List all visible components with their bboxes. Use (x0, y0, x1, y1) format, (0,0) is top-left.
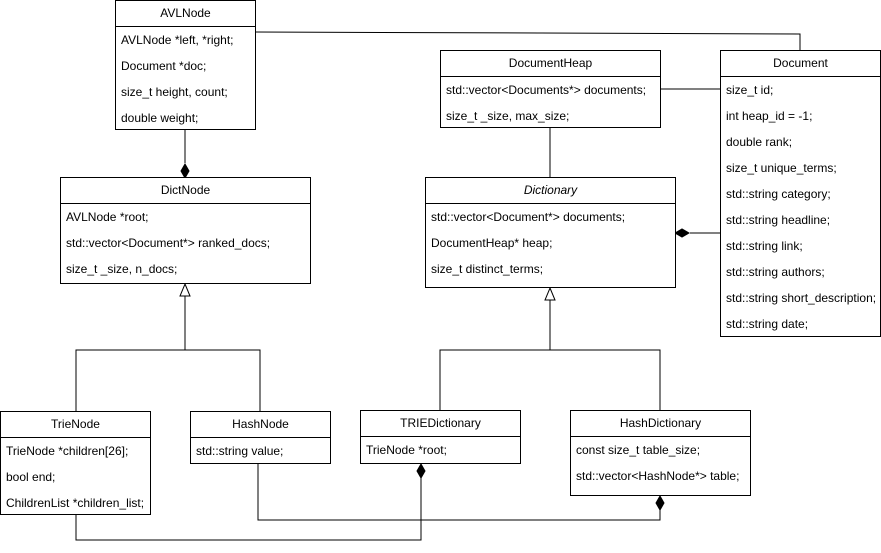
class-attribute: ChildrenList *children_list; (6, 496, 145, 510)
class-attribute: size_t height, count; (121, 85, 228, 99)
inheritance-trienode-dictnode (75, 296, 186, 411)
inheritance-triangle-dictionary (544, 286, 556, 301)
class-attribute: std::vector<HashNode*> table; (576, 469, 740, 483)
class-attributes: size_t id; int heap_id = -1; double rank; s… (721, 77, 880, 341)
class-attribute: std::vector<Document*> ranked_docs; (66, 236, 271, 250)
class-name: Document (721, 51, 880, 77)
class-name: Dictionary (426, 178, 675, 204)
class-attribute: std::string short_description; (726, 291, 877, 305)
composition-diamond-triedictionary (416, 462, 426, 480)
class-attribute: AVLNode *left, *right; (121, 33, 234, 47)
class-attribute: std::string date; (726, 317, 809, 331)
class-attributes: AVLNode *root;std::vector<Document*> ran… (61, 204, 310, 286)
composition-diamond-dictnode (180, 162, 190, 180)
composition-diamond-dictionary (673, 228, 691, 238)
class-attributes: TrieNode *children[26]; bool end; Children… (1, 438, 150, 520)
class-attribute: int heap_id = -1; (726, 109, 813, 123)
class-attributes: TrieNode *root; (361, 437, 520, 467)
class-name: AVLNode (116, 1, 255, 27)
class-attribute: size_t id; (726, 83, 774, 97)
class-attribute: std::string link; (726, 239, 803, 253)
class-attribute: std::string headline; (726, 213, 831, 227)
class-attribute: DocumentHeap* heap; (431, 236, 553, 250)
class-name: HashDictionary (571, 411, 750, 437)
class-name: DocumentHeap (441, 51, 660, 77)
class-attribute: AVLNode *root; (66, 210, 149, 224)
class-attribute: double weight; (121, 111, 199, 125)
class-attribute: Document *doc; (121, 59, 207, 73)
inheritance-hashnode-dictnode (185, 349, 261, 411)
class-name: DictNode (61, 178, 310, 204)
composition-triedictionary-trienode (75, 478, 422, 541)
class-attribute: TrieNode *root; (366, 443, 447, 457)
class-attribute: TrieNode *children[26]; (6, 444, 129, 458)
class-attributes: std::vector<Documents*> documents;size_t… (441, 77, 660, 133)
class-attribute: const size_t table_size; (576, 443, 701, 457)
class-attribute: double rank; (726, 135, 793, 149)
class-attribute: std::vector<Documents*> documents; (446, 83, 647, 97)
class-attribute: size_t unique_terms; (726, 161, 837, 175)
class-attribute: std::vector<Document*> documents; (431, 210, 626, 224)
class-name: HashNode (191, 412, 330, 438)
class-attribute: size_t _size, max_size; (446, 109, 570, 123)
class-attributes: std::vector<Document*> documents;Documen… (426, 204, 675, 286)
class-attribute: std::string authors; (726, 265, 825, 279)
class-attribute: size_t _size, n_docs; (66, 262, 178, 276)
class-attribute: size_t distinct_terms; (431, 262, 544, 276)
inheritance-triangle-dictnode (179, 282, 191, 297)
class-attributes: AVLNode *left, *right; Document *doc; size… (116, 27, 255, 135)
composition-hashdictionary-hashnode (257, 464, 661, 521)
association-avlnode-document (254, 31, 801, 50)
class-attributes: std::string value; (191, 438, 330, 468)
class-document[interactable]: Document size_t id; int heap_id = -1; doubl… (720, 50, 881, 337)
class-name: TRIEDictionary (361, 411, 520, 437)
class-attributes: const size_t table_size;std::vector<Hash… (571, 437, 750, 493)
composition-diamond-hashdictionary (655, 494, 665, 512)
class-attribute: std::string category; (726, 187, 831, 201)
class-attribute: bool end; (6, 470, 56, 484)
class-attribute: std::string value; (196, 444, 284, 458)
inheritance-hashdictionary-dictionary (550, 349, 661, 410)
class-name: TrieNode (1, 412, 150, 438)
inheritance-triedictionary-dictionary (439, 300, 551, 410)
